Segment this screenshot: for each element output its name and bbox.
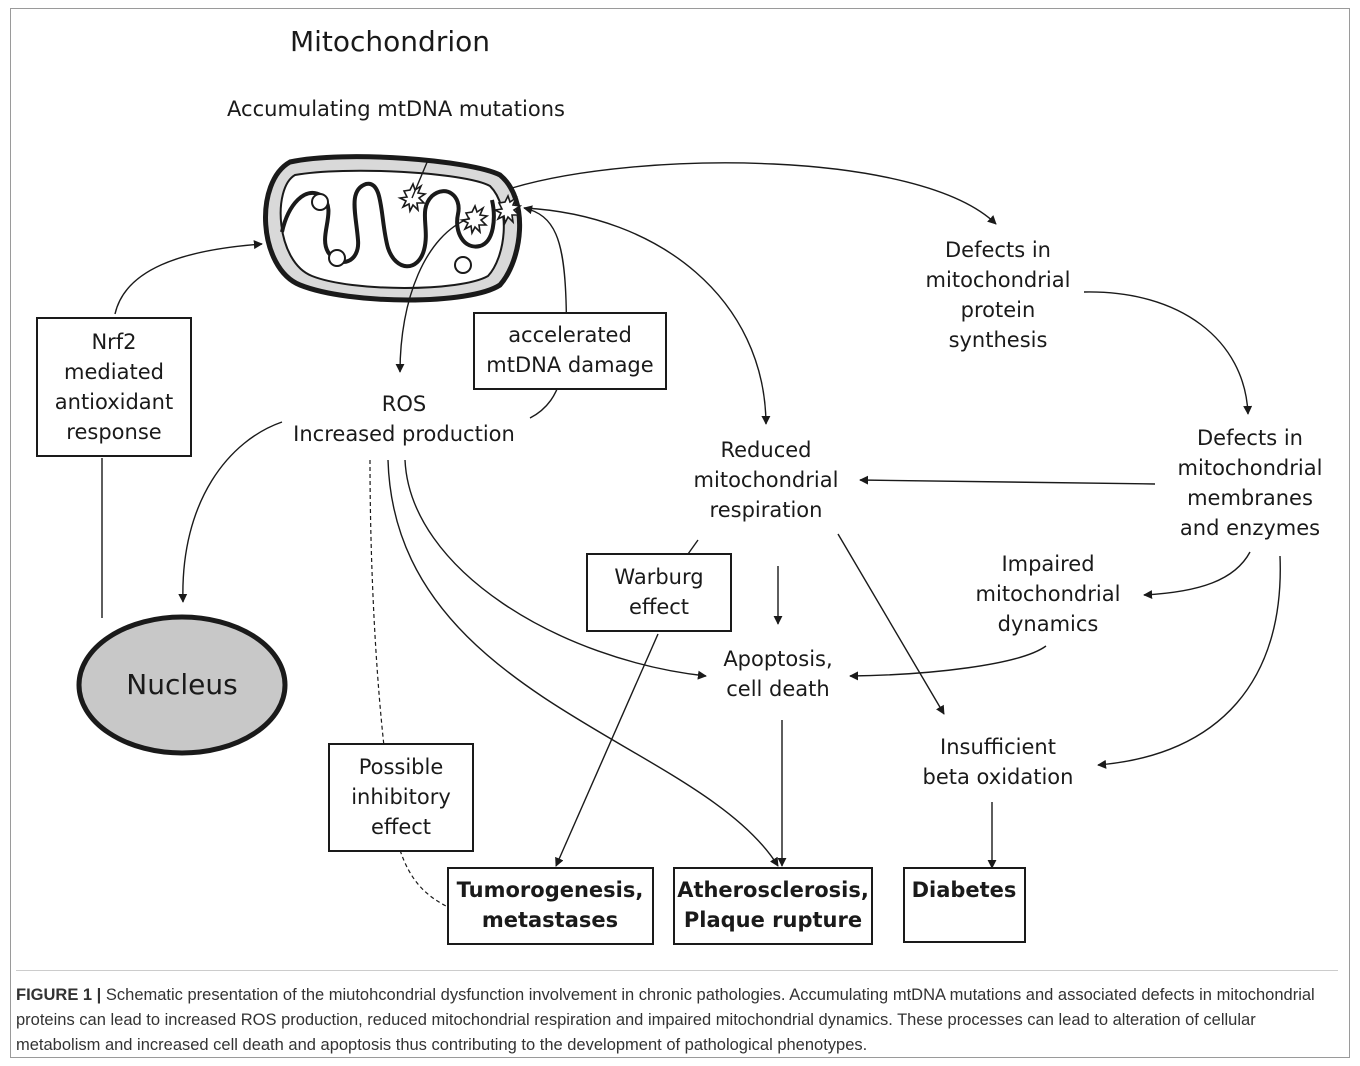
nucleus: Nucleus xyxy=(76,614,288,756)
svg-text:dynamics: dynamics xyxy=(998,612,1099,636)
svg-text:mitochondrial: mitochondrial xyxy=(1178,456,1323,480)
arrow-membranes-to-impaired-dynamics xyxy=(1143,551,1251,600)
svg-text:Impaired: Impaired xyxy=(1001,552,1094,576)
arrow-protein-to-membrane-defects xyxy=(1083,291,1253,415)
arrow-ros-to-nucleus xyxy=(178,421,283,603)
svg-text:Possible: Possible xyxy=(359,755,444,779)
diagram-title: Mitochondrion xyxy=(290,25,490,58)
nucleus-label: Nucleus xyxy=(126,668,237,701)
svg-text:mitochondrial: mitochondrial xyxy=(694,468,839,492)
arrow-ros-to-apoptosis xyxy=(404,459,707,680)
svg-text:Warburg: Warburg xyxy=(614,565,703,589)
arrow-respiration-to-beta-oxidation xyxy=(837,533,945,715)
warburg-effect-box: Warburg effect xyxy=(586,553,732,632)
mutation-star-icon xyxy=(492,193,523,226)
svg-text:Reduced: Reduced xyxy=(720,438,811,462)
diagram: Mitochondrion Accumulating mtDNA mutatio… xyxy=(36,25,1323,945)
impaired-dynamics: Impaired mitochondrial dynamics xyxy=(976,552,1121,636)
accelerated-damage-box: accelerated mtDNA damage xyxy=(473,312,667,390)
svg-text:antioxidant: antioxidant xyxy=(55,390,173,414)
insufficient-beta-oxidation: Insufficient beta oxidation xyxy=(923,735,1074,789)
svg-text:mitochondrial: mitochondrial xyxy=(976,582,1121,606)
mtdna-mutations-label: Accumulating mtDNA mutations xyxy=(227,97,565,121)
svg-text:Defects in: Defects in xyxy=(1197,426,1303,450)
svg-text:and enzymes: and enzymes xyxy=(1180,516,1320,540)
diabetes-box: Diabetes xyxy=(903,867,1026,943)
svg-text:Increased production: Increased production xyxy=(293,422,515,446)
figure-label: FIGURE 1 | xyxy=(16,986,102,1004)
defects-membranes-enzymes: Defects in mitochondrial membranes and e… xyxy=(1178,426,1323,540)
arrow-mito-to-protein-defects xyxy=(511,162,997,225)
svg-text:protein: protein xyxy=(961,298,1036,322)
svg-text:Atherosclerosis,: Atherosclerosis, xyxy=(677,878,869,902)
svg-text:cell death: cell death xyxy=(726,677,829,701)
svg-text:Apoptosis,: Apoptosis, xyxy=(723,647,832,671)
reduced-respiration: Reduced mitochondrial respiration xyxy=(694,438,839,522)
arrow-ros-to-mito xyxy=(523,205,568,419)
svg-text:ROS: ROS xyxy=(382,392,426,416)
line-warburg-to-respiration xyxy=(687,539,699,555)
svg-text:inhibitory: inhibitory xyxy=(351,785,451,809)
svg-text:Tumorogenesis,: Tumorogenesis, xyxy=(457,878,644,902)
svg-text:Diabetes: Diabetes xyxy=(912,878,1017,902)
inhibitory-effect-box: Possible inhibitory effect xyxy=(328,743,474,852)
svg-text:Defects in: Defects in xyxy=(945,238,1051,262)
arrow-membranes-to-beta-oxidation xyxy=(1097,555,1281,769)
svg-text:accelerated: accelerated xyxy=(508,323,632,347)
ros-label: ROS Increased production xyxy=(293,392,515,446)
mitochondrion-icon xyxy=(263,154,523,303)
svg-text:mediated: mediated xyxy=(64,360,164,384)
figure-caption: FIGURE 1 | Schematic presentation of the… xyxy=(16,970,1338,1058)
nrf2-response-box: Nrf2 mediated antioxidant response xyxy=(36,317,192,457)
arrow-mito-to-reduced-respiration xyxy=(523,207,771,425)
svg-text:beta oxidation: beta oxidation xyxy=(923,765,1074,789)
svg-text:metastases: metastases xyxy=(482,908,618,932)
arrow-membranes-to-reduced-respiration xyxy=(859,475,1156,485)
svg-text:response: response xyxy=(66,420,161,444)
arrow-mito-to-ros xyxy=(395,217,471,373)
svg-text:Insufficient: Insufficient xyxy=(940,735,1056,759)
svg-text:effect: effect xyxy=(629,595,689,619)
arrow-ros-to-atherosclerosis xyxy=(387,459,779,867)
tumorogenesis-box: Tumorogenesis, metastases xyxy=(447,867,654,945)
arrow-mtdna-to-mitochondrion xyxy=(411,159,429,199)
svg-text:mitochondrial: mitochondrial xyxy=(926,268,1071,292)
apoptosis-cell-death: Apoptosis, cell death xyxy=(723,647,832,701)
svg-text:synthesis: synthesis xyxy=(949,328,1048,352)
svg-text:Nrf2: Nrf2 xyxy=(91,330,136,354)
svg-text:effect: effect xyxy=(371,815,431,839)
atherosclerosis-box: Atherosclerosis, Plaque rupture xyxy=(673,867,873,945)
arrow-dynamics-to-apoptosis xyxy=(849,645,1047,681)
caption-text: Schematic presentation of the miutohcond… xyxy=(16,986,1315,1054)
svg-text:respiration: respiration xyxy=(710,498,823,522)
svg-text:Plaque rupture: Plaque rupture xyxy=(684,908,862,932)
arrow-warburg-to-tumorogenesis xyxy=(555,633,659,867)
defects-protein-synthesis: Defects in mitochondrial protein synthes… xyxy=(926,238,1071,352)
mutation-star-icon xyxy=(459,203,490,236)
svg-text:mtDNA damage: mtDNA damage xyxy=(486,353,653,377)
svg-text:membranes: membranes xyxy=(1187,486,1313,510)
connectors xyxy=(101,159,1281,907)
arrow-nrf2-to-mito xyxy=(114,240,263,315)
